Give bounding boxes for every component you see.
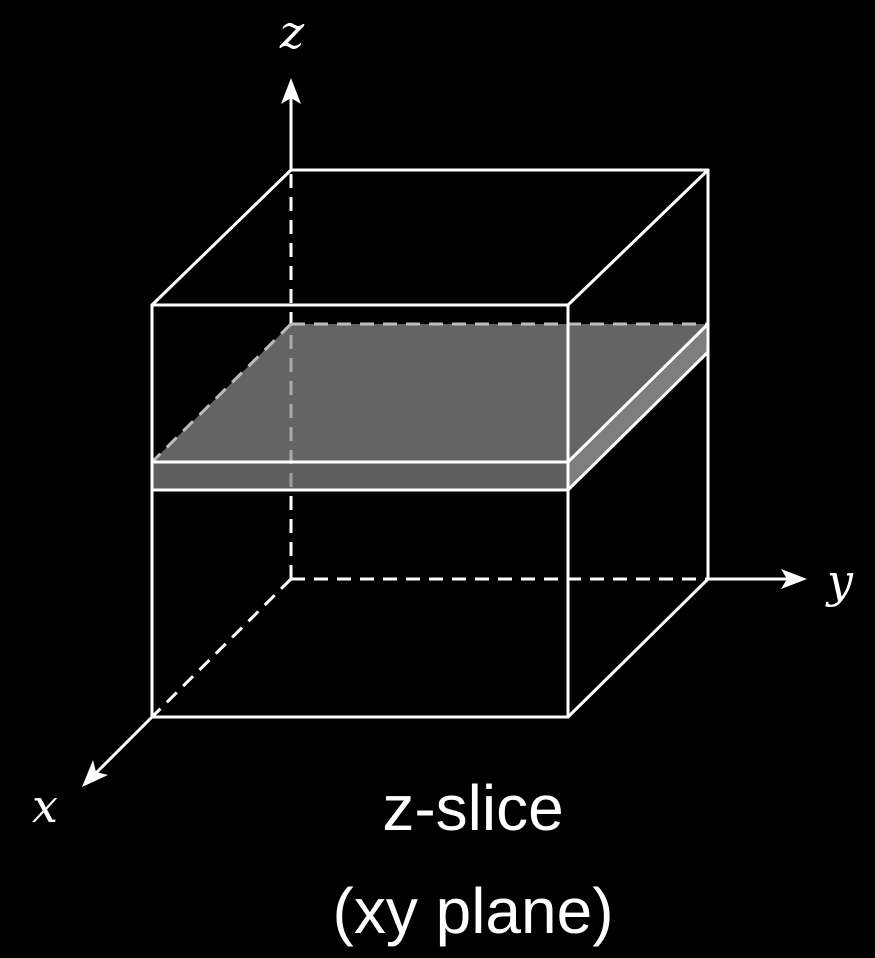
cube-front-face — [150, 303, 570, 719]
z-axis-label: z — [279, 5, 305, 59]
y-axis-arrowhead — [781, 569, 807, 589]
cube-top-face-edges — [150, 168, 710, 307]
slice-right-bottom-edge — [566, 350, 710, 492]
hidden-edge-left-bottom — [150, 577, 293, 719]
z-axis-arrowhead — [281, 78, 301, 104]
axes — [82, 78, 807, 787]
hidden-edges — [150, 170, 708, 719]
slice-front-face — [152, 462, 568, 490]
slice-edges — [150, 322, 710, 492]
y-axis-label: y — [825, 554, 854, 608]
slice-left-edge — [150, 322, 293, 464]
caption-line-1: z-slice — [382, 772, 563, 844]
slice-right-face — [568, 324, 708, 490]
x-axis-arrowhead — [82, 760, 108, 787]
slice-right-top-edge — [566, 322, 710, 464]
slice-top-face — [152, 324, 708, 462]
x-axis-label: x — [32, 779, 58, 833]
x-axis — [93, 715, 154, 776]
caption-line-2: (xy plane) — [333, 875, 614, 947]
